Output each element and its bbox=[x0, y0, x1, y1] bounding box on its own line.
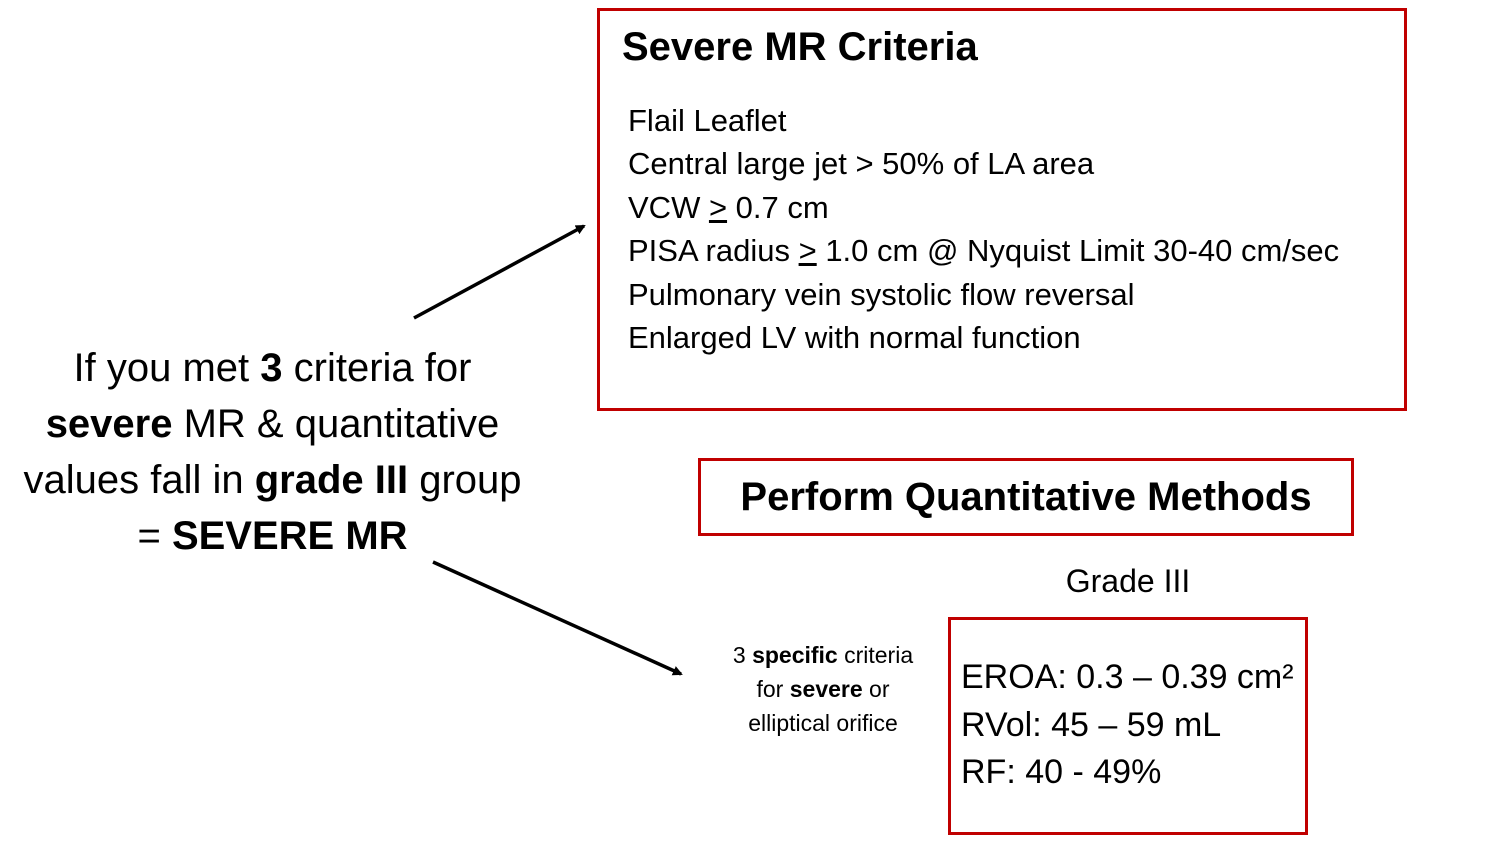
grade-label: Grade III bbox=[1065, 563, 1191, 599]
criteria-item: Enlarged LV with normal function bbox=[628, 320, 1081, 356]
criteria-item: PISA radius > 1.0 cm @ Nyquist Limit 30-… bbox=[628, 233, 1340, 269]
criteria-item: Flail Leaflet bbox=[628, 103, 787, 138]
grade-value: RVol: 45 – 59 mL bbox=[961, 705, 1222, 744]
quantitative-methods-box: Perform Quantitative Methods bbox=[698, 458, 1354, 536]
criteria-item: Central large jet > 50% of LA area bbox=[628, 146, 1095, 182]
criteria-item: Pulmonary vein systolic flow reversal bbox=[628, 276, 1135, 312]
arrow-to-grade bbox=[432, 560, 683, 676]
severe-mr-statement: If you met 3 criteria for severe MR & qu… bbox=[23, 346, 522, 558]
grade-value: RF: 40 - 49% bbox=[961, 753, 1162, 791]
arrow-to-criteria bbox=[413, 224, 586, 320]
grade-value: EROA: 0.3 – 0.39 cm² bbox=[961, 658, 1294, 696]
criteria-item: VCW > 0.7 cm bbox=[628, 189, 829, 225]
criteria-title: Severe MR Criteria bbox=[622, 25, 978, 69]
severe-mr-criteria-box: Severe MR Criteria Flail Leaflet Central… bbox=[597, 8, 1407, 411]
grade-iii-box: EROA: 0.3 – 0.39 cm² RVol: 45 – 59 mL RF… bbox=[948, 617, 1308, 835]
grade-values-list: EROA: 0.3 – 0.39 cm² RVol: 45 – 59 mL RF… bbox=[961, 654, 1294, 797]
specific-criteria-note: 3 specific criteria for severe or ellipt… bbox=[732, 642, 914, 736]
criteria-list: Flail Leaflet Central large jet > 50% of… bbox=[628, 99, 1339, 359]
methods-title: Perform Quantitative Methods bbox=[740, 474, 1312, 519]
